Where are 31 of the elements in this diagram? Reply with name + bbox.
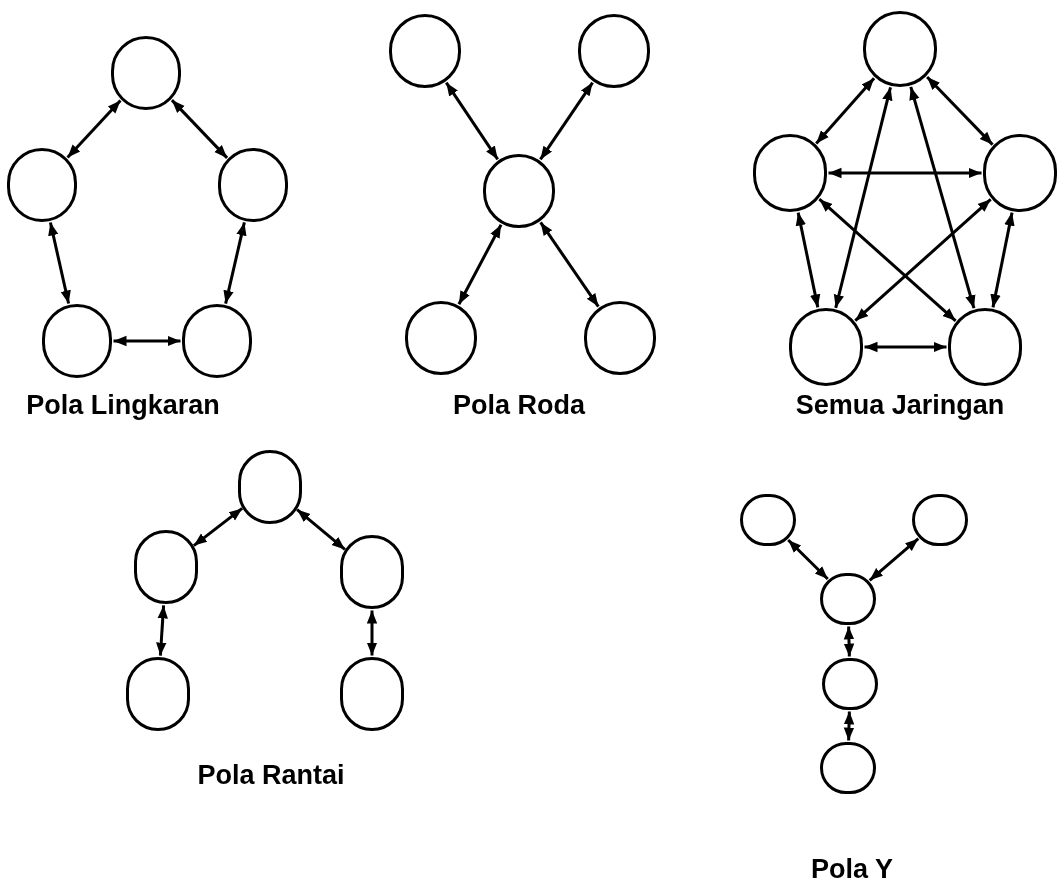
double-arrow (926, 76, 994, 146)
double-arrow (868, 537, 920, 582)
double-arrow (909, 86, 976, 309)
double-arrow (539, 81, 594, 161)
double-arrow (787, 538, 829, 581)
double-arrow (828, 167, 982, 179)
double-arrow (818, 198, 957, 322)
double-arrow (170, 99, 229, 159)
pattern-title: Pola Y (811, 852, 893, 886)
double-arrow (223, 222, 247, 304)
double-arrow (833, 86, 893, 309)
double-arrow (864, 341, 947, 353)
double-arrow (795, 212, 821, 308)
pattern-title: Pola Lingkaran (26, 388, 220, 422)
double-arrow (113, 335, 181, 347)
double-arrow (445, 81, 499, 161)
double-arrow (296, 508, 346, 551)
pattern-title: Semua Jaringan (795, 388, 1005, 422)
double-arrow (156, 605, 168, 656)
double-arrow (854, 198, 992, 322)
double-arrow (48, 222, 71, 304)
double-arrow (366, 610, 378, 656)
double-arrow (843, 711, 855, 741)
pattern-title: Pola Roda (453, 388, 585, 422)
double-arrow (192, 507, 244, 547)
double-arrow (990, 212, 1015, 308)
double-arrow (843, 626, 855, 657)
pattern-title: Pola Rantai (197, 758, 345, 792)
double-arrow (815, 77, 876, 145)
double-arrow (539, 221, 600, 308)
double-arrow (66, 99, 122, 159)
